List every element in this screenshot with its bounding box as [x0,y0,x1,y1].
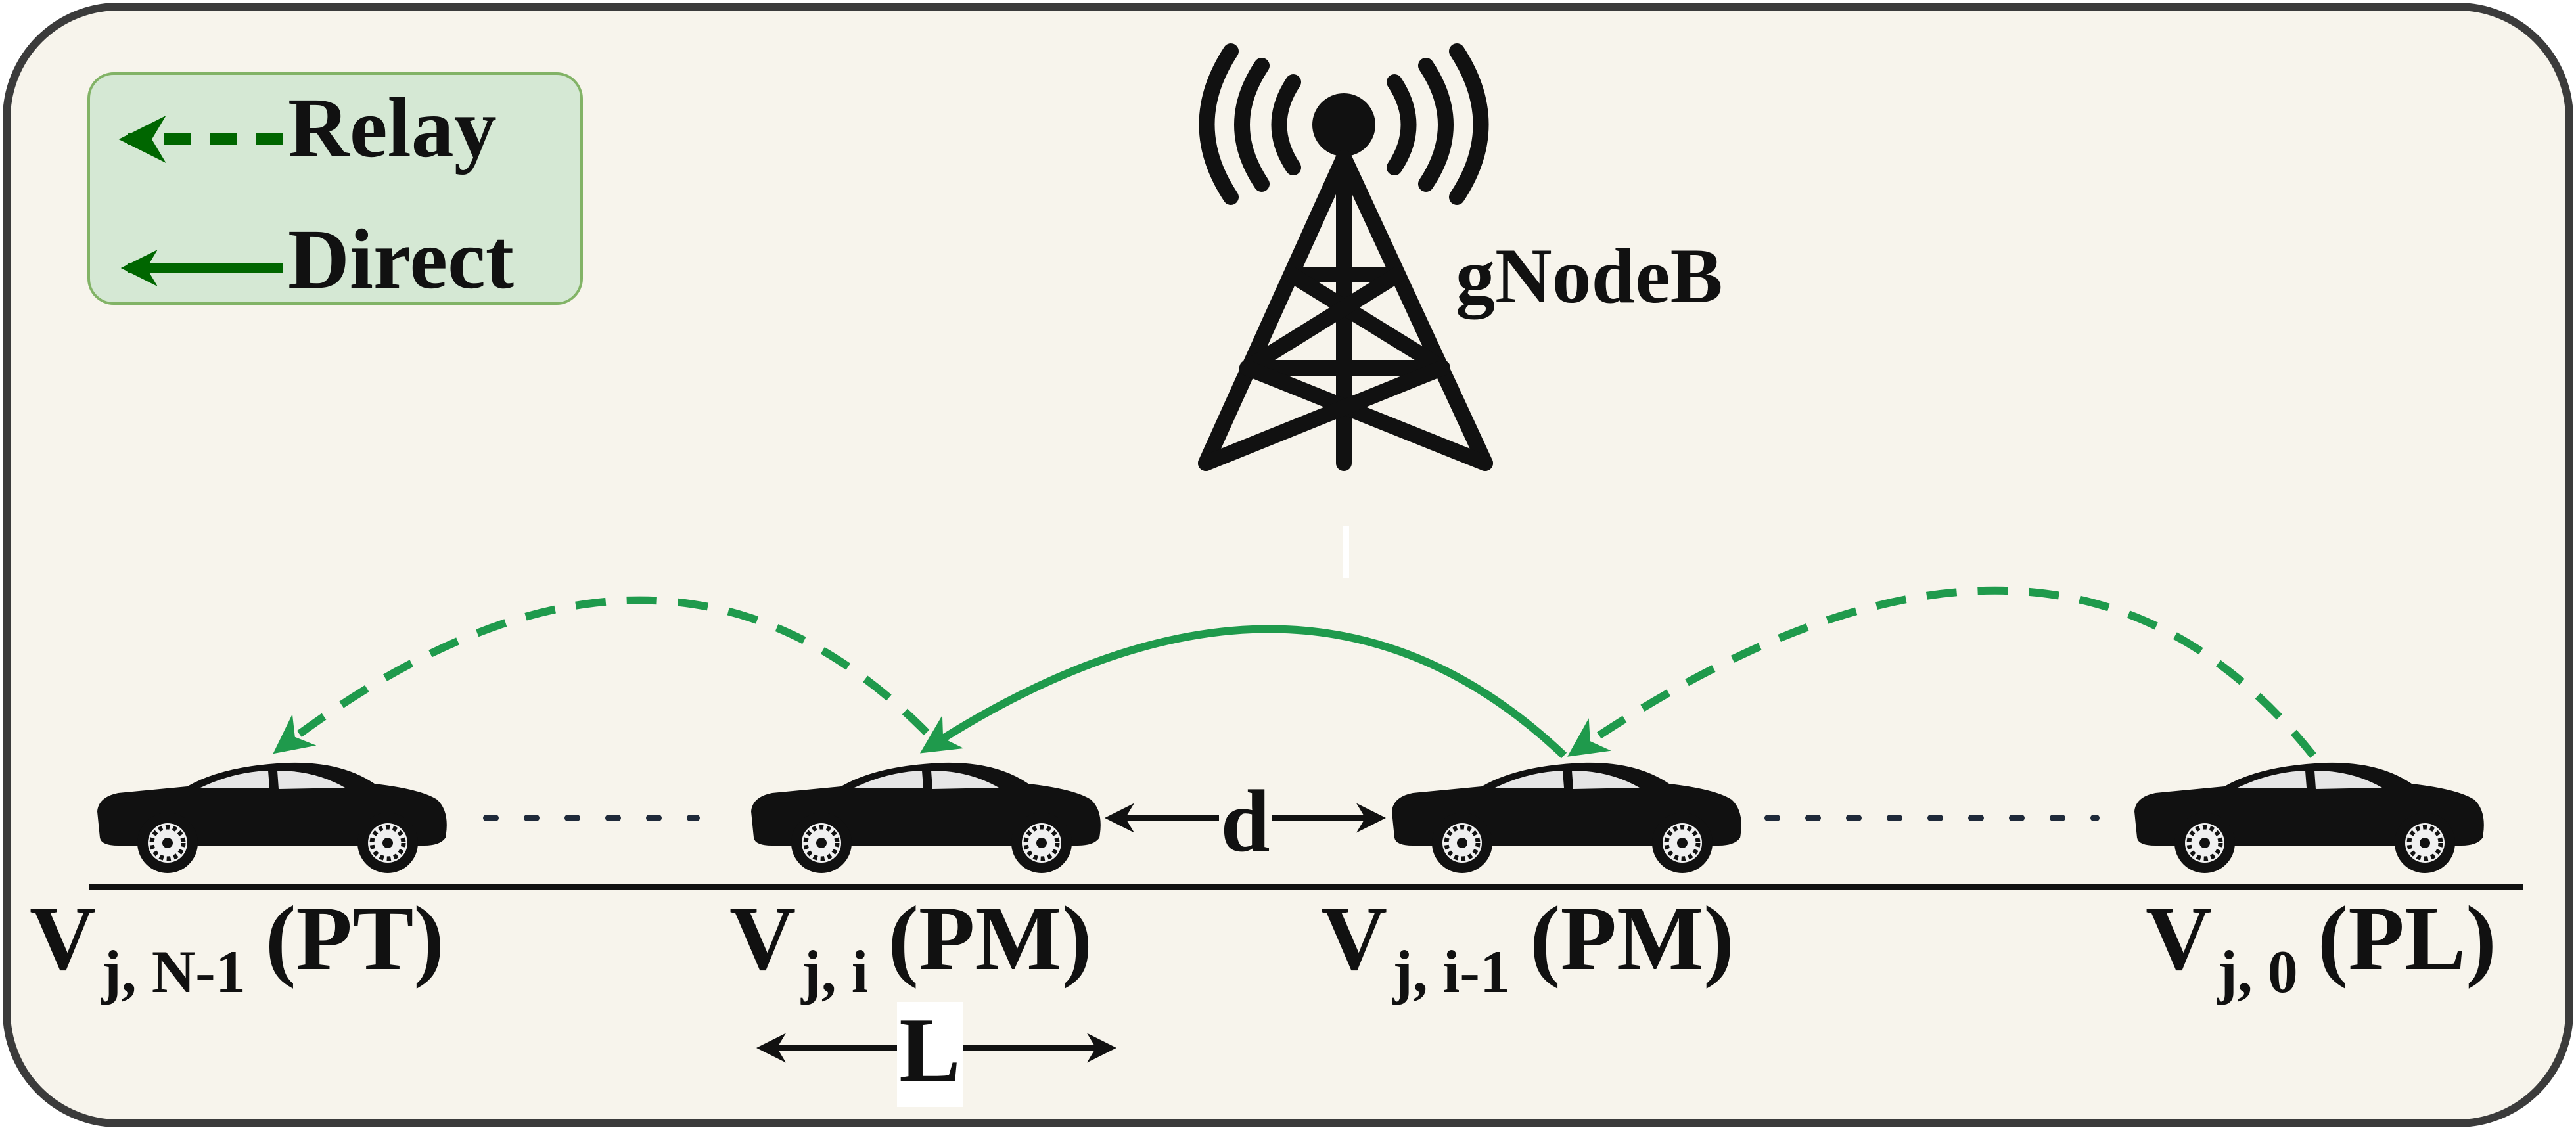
length-label: L [899,999,960,1101]
vehicle-label-pm-i1: Vj, i-1(PM) [1321,888,1734,1005]
relay-arrow-pl-to-pm [1567,586,2316,758]
direct-arrow-pm-to-pm [919,625,1567,759]
vehicle-label-pl-role: (PL) [2318,888,2496,989]
legend: Relay Direct [87,72,583,307]
vehicle-label-pl: Vj, 0(PL) [2146,888,2496,1005]
gnodeb-tower-icon [1198,43,1493,471]
vehicle-label-pm-i1-role: (PM) [1530,888,1734,989]
gnodeb-label: gNodeB [1456,232,1723,320]
distance-label: d [1220,773,1270,870]
vehicle-label-pm-i1-subscript: j, i-1 [1392,938,1510,1005]
length-label-bg [897,1002,963,1107]
vehicle-label-pt-role: (PT) [265,888,444,989]
legend-relay-label: Relay [288,81,497,175]
vehicle-label-pl-subscript: j, 0 [2217,938,2298,1005]
vehicle-label-pt-subscript: j, N-1 [101,938,246,1005]
vehicle-label-pm-i-role: (PM) [888,888,1092,989]
vehicle-label-pt: Vj, N-1(PT) [30,888,444,1005]
legend-direct-label: Direct [288,212,514,307]
panel-background [3,3,2573,1127]
legend-box [87,72,583,305]
vehicle-label-pm-i-subscript: j, i [800,938,868,1005]
vehicle-label-pm-i: Vj, i(PM) [729,888,1092,1005]
relay-arrow-pm-to-pt [273,596,930,754]
